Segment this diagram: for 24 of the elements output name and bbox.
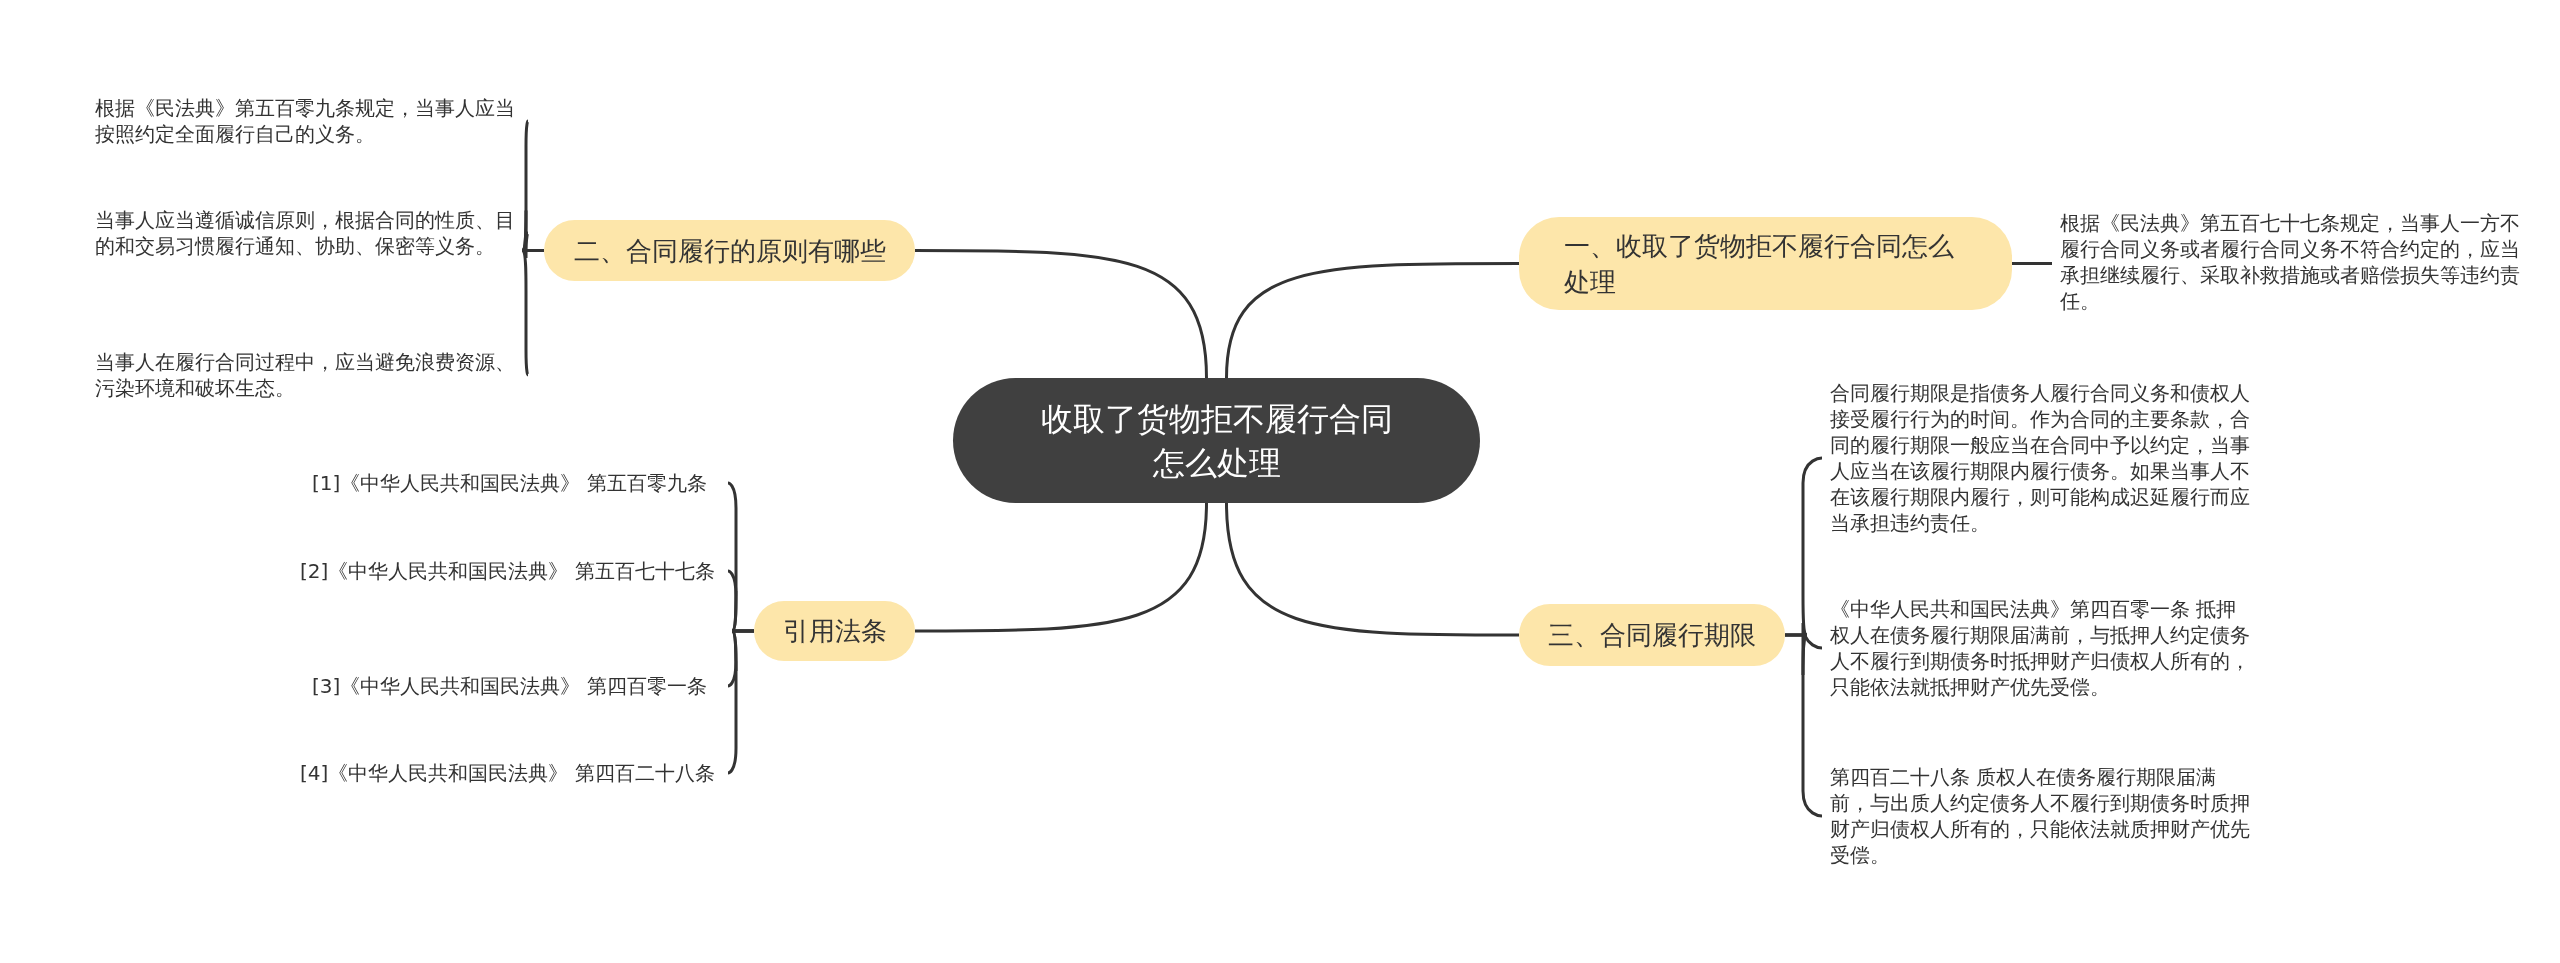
note-text: 合同履行期限是指债务人履行合同义务和债权人接受履行行为的时间。作为合同的主要条款，合同的履行期限一般应当在合同中予以约定，当事人应当在该履行期限内履行债务。如果当事人不在该履行期限内履行，则可能构成迟延履行而应当承担违约责任。 <box>1830 380 2255 536</box>
note-text: 根据《民法典》第五百七十七条规定，当事人一方不履行合同义务或者履行合同义务不符合约定的，应当承担继续履行、采取补救措施或者赔偿损失等违约责任。 <box>2060 210 2520 314</box>
topic-box: 引用法条 <box>754 601 915 661</box>
topic-box: 二、合同履行的原则有哪些 <box>544 220 915 281</box>
connector-line <box>915 502 1208 633</box>
connector-line <box>1225 262 1519 379</box>
note-text: 第四百二十八条 质权人在债务履行期限届满前，与出质人约定债务人不履行到期债务时质押财产归债权人所有的，只能依法就质押财产优先受偿。 <box>1830 764 2255 868</box>
central-topic: 收取了货物拒不履行合同怎么处理 <box>953 378 1480 503</box>
citation-text: [4]《中华人民共和国民法典》 第四百二十八条 <box>300 760 720 786</box>
connector-line <box>1225 502 1519 637</box>
note-text: 根据《民法典》第五百零九条规定，当事人应当按照约定全面履行自己的义务。 <box>95 95 520 147</box>
connector-line <box>2012 262 2052 265</box>
connector-line <box>727 629 754 775</box>
topic-box: 一、收取了货物拒不履行合同怎么处理 <box>1519 217 2012 310</box>
citation-text: [1]《中华人民共和国民法典》 第五百零九条 <box>300 470 720 496</box>
connector-line <box>915 249 1208 379</box>
topic-box: 三、合同履行期限 <box>1519 604 1785 666</box>
note-text: 《中华人民共和国民法典》第四百零一条 抵押权人在债务履行期限届满前，与抵押人约定债务人不履行到期债务时抵押财产归债权人所有的，只能依法就抵押财产优先受偿。 <box>1830 596 2255 700</box>
citation-text: [3]《中华人民共和国民法典》 第四百零一条 <box>300 673 720 699</box>
citation-text: [2]《中华人民共和国民法典》 第五百七十七条 <box>300 558 720 584</box>
note-text: 当事人应当遵循诚信原则，根据合同的性质、目的和交易习惯履行通知、协助、保密等义务。 <box>95 207 520 259</box>
connector-line <box>520 249 544 376</box>
note-text: 当事人在履行合同过程中，应当避免浪费资源、污染环境和破坏生态。 <box>95 349 520 401</box>
connector-line <box>1785 633 1823 818</box>
